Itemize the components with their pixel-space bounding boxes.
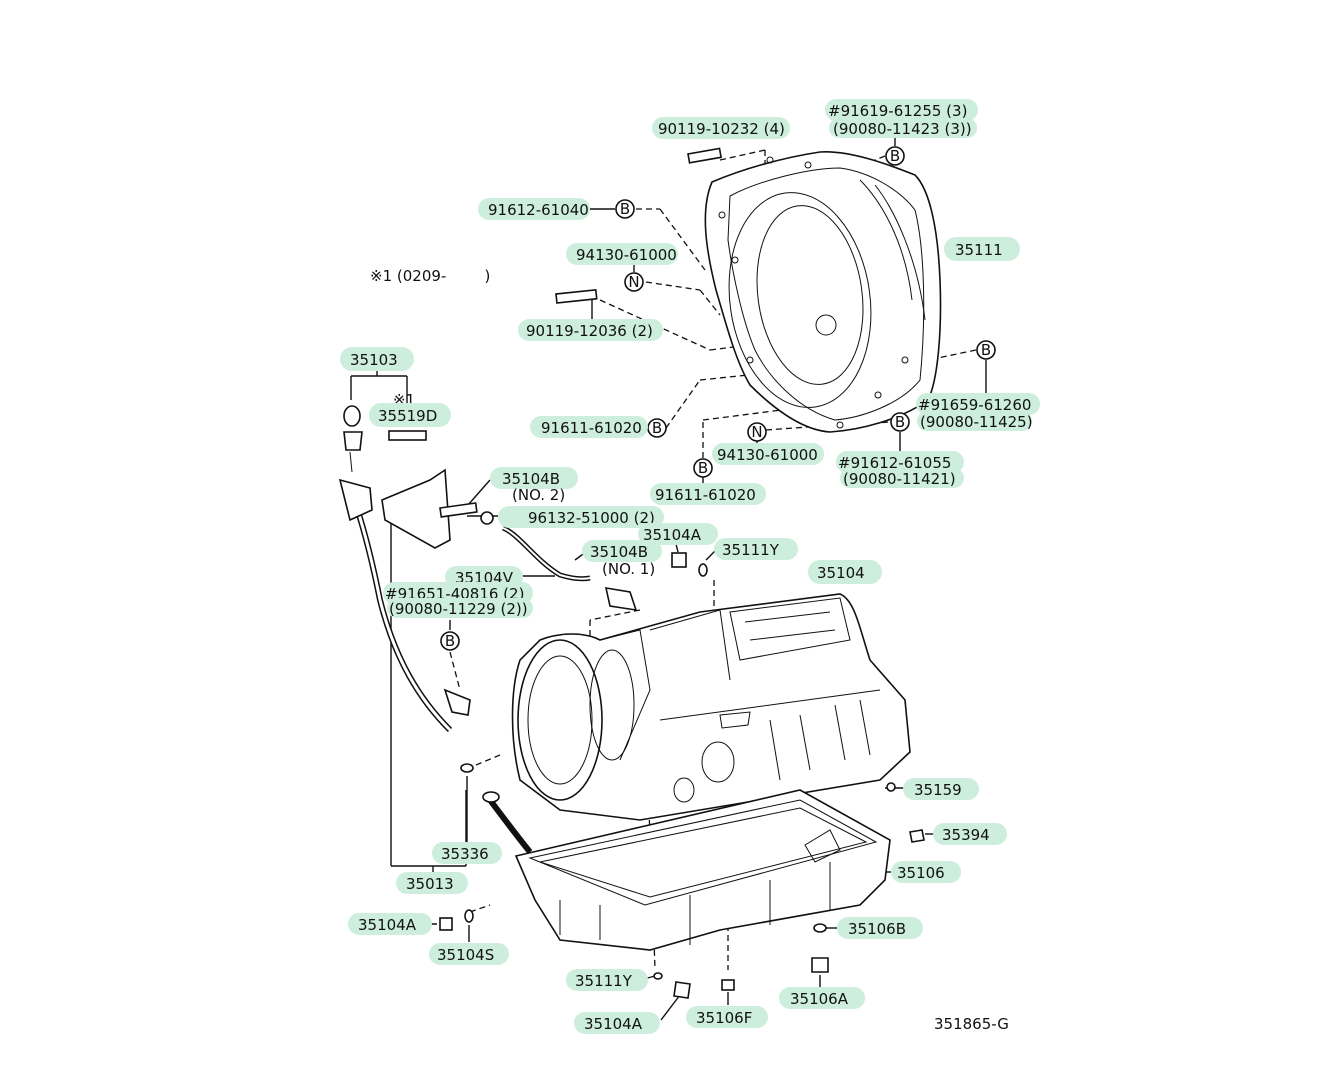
label-35394: 35394: [942, 826, 990, 844]
bell-housing-35111: [704, 151, 942, 433]
label-35106: 35106: [897, 864, 945, 882]
svg-text:B: B: [698, 459, 708, 477]
ref-b-6: B: [693, 458, 713, 478]
label-35104a-bottom: 35104A: [584, 1015, 643, 1033]
label-35111y-bottom: 35111Y: [575, 972, 633, 990]
ref-n-1: N: [624, 272, 644, 292]
label-35104s: 35104S: [437, 946, 494, 964]
label-90080-11425: (90080-11425): [920, 413, 1033, 431]
ref-b-4: B: [647, 418, 667, 438]
label-90080-11423: (90080-11423 (3)): [833, 120, 972, 138]
label-35106f: 35106F: [696, 1009, 752, 1027]
ref-b-3: B: [976, 340, 996, 360]
note-label: ※1 (0209- ): [370, 267, 490, 285]
svg-text:B: B: [981, 341, 991, 359]
svg-text:B: B: [652, 419, 662, 437]
label-35104a-left: 35104A: [358, 916, 417, 934]
svg-text:B: B: [890, 147, 900, 165]
ref-b-2: B: [615, 199, 635, 219]
label-35104b-no2: 35104B: [502, 470, 560, 488]
label-35111y-top: 35111Y: [722, 541, 780, 559]
label-35103: 35103: [350, 351, 398, 369]
ref-b-1: B: [885, 146, 905, 166]
label-90080-11229: (90080-11229 (2)): [389, 600, 528, 618]
ref-b-7: B: [440, 631, 460, 651]
label-91612-61040: 91612-61040: [488, 201, 589, 219]
svg-text:N: N: [751, 423, 762, 441]
ref-b-5: B: [890, 412, 910, 432]
label-96132-51000: 96132-51000 (2): [528, 509, 655, 527]
label-35104a-top: 35104A: [643, 526, 702, 544]
reference-circles: B B N B B B N B B: [440, 146, 996, 651]
label-35104b-no2-sub: (NO. 2): [512, 486, 565, 504]
label-35106a: 35106A: [790, 990, 849, 1008]
label-94130-61000-a: 94130-61000: [576, 246, 677, 264]
oil-pan-35106: [514, 789, 891, 951]
part-labels: 90119-10232 (4) #91619-61255 (3) (90080-…: [340, 99, 1040, 1034]
label-94130-61000-b: 94130-61000: [717, 446, 818, 464]
label-90080-11421: (90080-11421): [843, 470, 956, 488]
label-90119-12036: 90119-12036 (2): [526, 322, 653, 340]
label-35104b-no1-sub: (NO. 1): [602, 560, 655, 578]
dipstick-tube: [338, 405, 471, 733]
label-35104: 35104: [817, 564, 865, 582]
ref-n-2: N: [747, 422, 767, 442]
label-35106b: 35106B: [848, 920, 906, 938]
svg-text:B: B: [620, 200, 630, 218]
label-35159: 35159: [914, 781, 962, 799]
small-parts: [439, 147, 925, 999]
label-91611-61020-b: 91611-61020: [655, 486, 756, 504]
label-91659-61260: #91659-61260: [918, 396, 1031, 414]
label-91612-61055: #91612-61055: [838, 454, 951, 472]
label-35336: 35336: [441, 845, 489, 863]
label-90119-10232: 90119-10232 (4): [658, 120, 785, 138]
label-35111: 35111: [955, 241, 1003, 259]
label-35519d: 35519D: [378, 407, 437, 425]
svg-text:N: N: [628, 273, 639, 291]
label-91611-61020-a: 91611-61020: [541, 419, 642, 437]
label-35013: 35013: [406, 875, 454, 893]
transmission-case-35104: [511, 593, 911, 821]
label-35104b-no1: 35104B: [590, 543, 648, 561]
svg-text:B: B: [445, 632, 455, 650]
svg-text:B: B: [895, 413, 905, 431]
diagram-id: 351865-G: [934, 1015, 1009, 1033]
label-91619-61255: #91619-61255 (3): [828, 102, 967, 120]
